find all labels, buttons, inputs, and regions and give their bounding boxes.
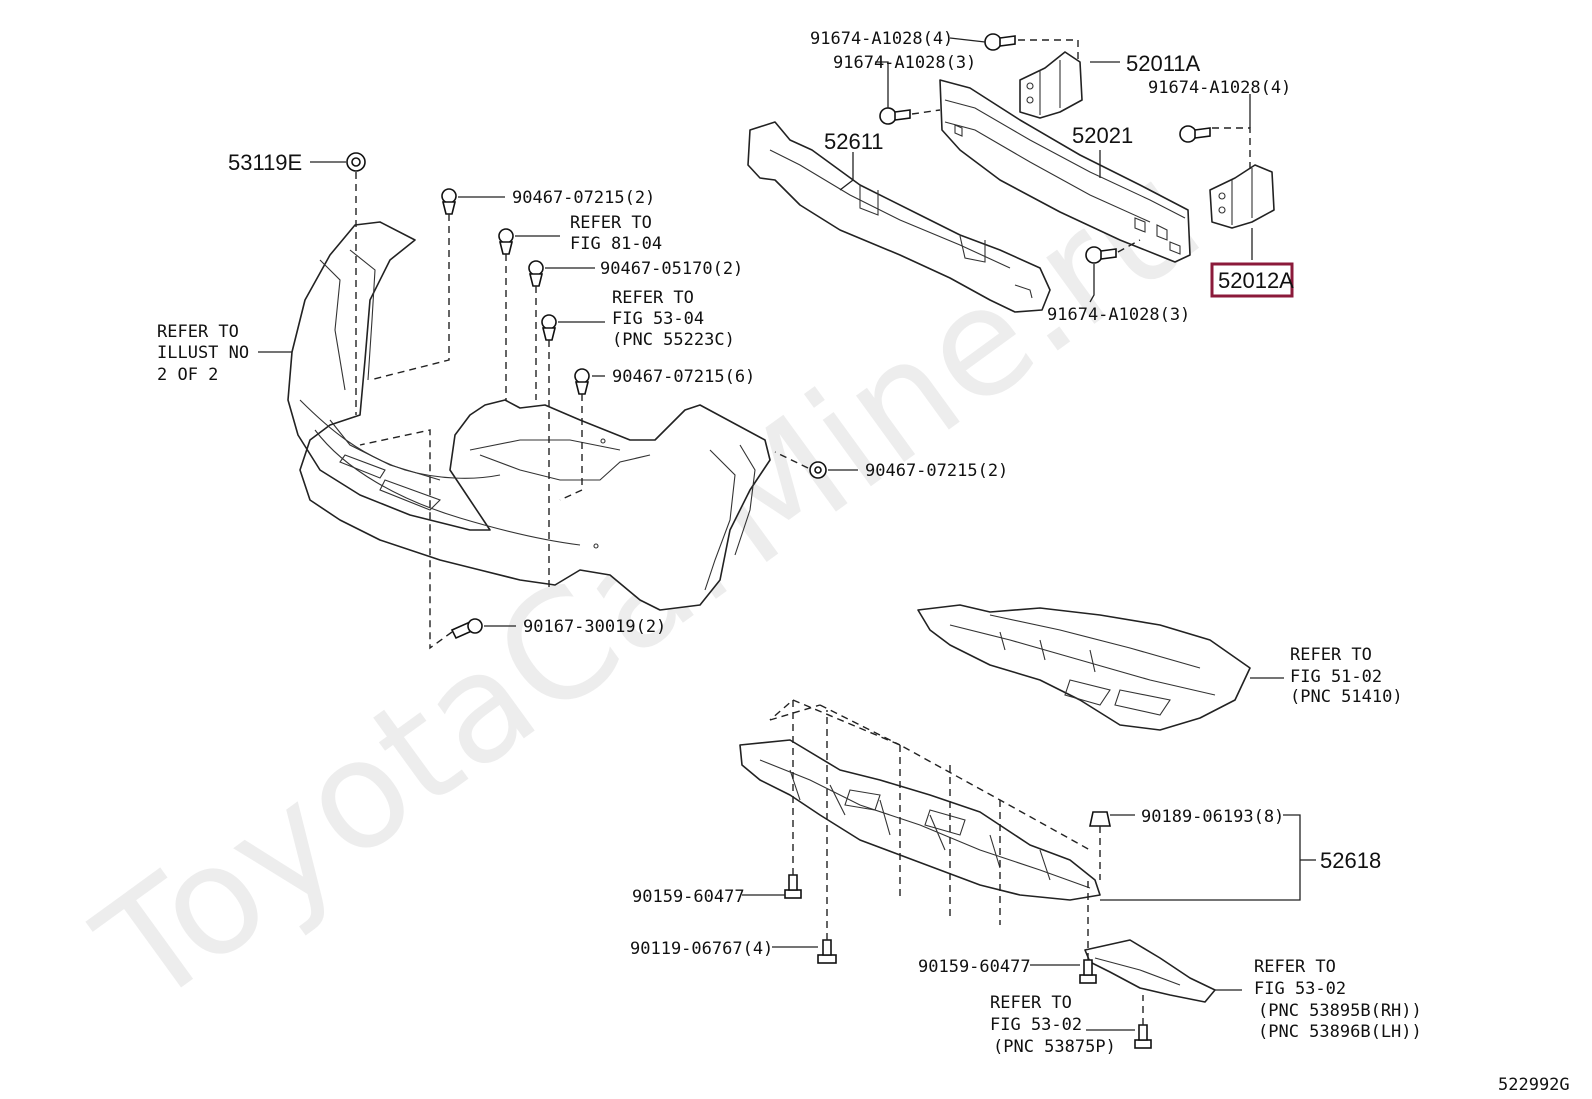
label-refer-53-02a-line3: (PNC 53875P): [993, 1037, 1116, 1057]
label-52021: 52021: [1072, 123, 1133, 148]
highlight-box-52012A: [1210, 262, 1294, 298]
bolt-91674-a1028-3a-icon[interactable]: [879, 107, 911, 125]
label-refer-illust-line2: ILLUST NO: [157, 343, 249, 363]
bracket-52012A-part[interactable]: [1209, 164, 1275, 229]
bolt-91674-a1028-3b-icon[interactable]: [1085, 246, 1117, 264]
label-52011A: 52011A: [1126, 51, 1201, 76]
label-90467-07215-2b: 90467-07215(2): [865, 461, 1008, 481]
clip-90467-05170-icon[interactable]: [528, 260, 544, 287]
bracket-52011A-part[interactable]: [1019, 51, 1083, 119]
reinforcement-52021-part[interactable]: [939, 79, 1191, 263]
bolt-91674-a1028-4a-icon[interactable]: [984, 33, 1016, 51]
label-52012A[interactable]: 52012A: [1218, 268, 1294, 293]
label-90167-30019-2: 90167-30019(2): [523, 617, 666, 637]
label-refer-81-04-line2: FIG 81-04: [570, 234, 662, 254]
screw-53-02-icon[interactable]: [1134, 1024, 1152, 1049]
labels: 53119E 90467-07215(2) REFER TO FIG 81-04…: [157, 29, 1570, 1095]
side-seal-part[interactable]: [1084, 939, 1216, 1003]
label-90189-06193-8: 90189-06193(8): [1141, 807, 1284, 827]
clip-81-04-icon[interactable]: [498, 228, 514, 255]
clip-90467-07215-b-icon[interactable]: [809, 461, 827, 479]
label-refer-53-02b-line4: (PNC 53896B(LH)): [1258, 1022, 1422, 1042]
label-refer-53-02b-line2: FIG 53-02: [1254, 979, 1346, 999]
figure-code: 522992G: [1498, 1075, 1570, 1095]
label-refer-53-02b-line3: (PNC 53895B(RH)): [1258, 1001, 1422, 1021]
label-90159-60477-b: 90159-60477: [918, 957, 1031, 977]
clip-53-04-icon[interactable]: [541, 314, 557, 341]
label-refer-51-02-line3: (PNC 51410): [1290, 687, 1403, 707]
leader-lines: [258, 37, 1316, 1031]
label-90467-07215-6: 90467-07215(6): [612, 367, 755, 387]
label-91674-a1028-4b: 91674-A1028(4): [1148, 78, 1291, 98]
label-refer-53-02a-line1: REFER TO: [990, 993, 1072, 1013]
clip-53119E-icon[interactable]: [346, 152, 366, 172]
assembly-lines: [355, 39, 1251, 1025]
label-refer-53-04-line2: FIG 53-04: [612, 309, 704, 329]
label-refer-illust-line1: REFER TO: [157, 322, 239, 342]
label-91674-a1028-4a: 91674-A1028(4): [810, 29, 953, 49]
label-90119-06767-4: 90119-06767(4): [630, 939, 773, 959]
screw-90167-30019-icon[interactable]: [450, 618, 483, 640]
bolt-91674-a1028-4b-icon[interactable]: [1179, 125, 1211, 143]
label-91674-a1028-3a: 91674-A1028(3): [833, 53, 976, 73]
clip-90467-07215-6-icon[interactable]: [574, 368, 590, 395]
label-52611: 52611: [824, 129, 884, 154]
spoiler-52618-part[interactable]: [739, 739, 1101, 901]
label-refer-53-04-line3: (PNC 55223C): [612, 330, 735, 350]
label-refer-53-04-line1: REFER TO: [612, 288, 694, 308]
label-53119E: 53119E: [228, 150, 302, 175]
label-90159-60477-a: 90159-60477: [632, 887, 745, 907]
label-90467-05170-2: 90467-05170(2): [600, 259, 743, 279]
nut-90189-06193-icon[interactable]: [1089, 811, 1111, 827]
screw-90159-60477-a-icon[interactable]: [784, 874, 802, 899]
label-refer-illust-line3: 2 OF 2: [157, 365, 218, 385]
label-refer-51-02-line2: FIG 51-02: [1290, 667, 1382, 687]
label-refer-53-02b-line1: REFER TO: [1254, 957, 1336, 977]
label-refer-53-02a-line2: FIG 53-02: [990, 1015, 1082, 1035]
label-refer-81-04-line1: REFER TO: [570, 213, 652, 233]
bumper-cover-part[interactable]: [287, 221, 771, 611]
label-52618: 52618: [1320, 848, 1381, 873]
label-90467-07215-2a: 90467-07215(2): [512, 188, 655, 208]
absorber-52611-part[interactable]: [747, 121, 1051, 313]
bolt-90119-06767-icon[interactable]: [817, 939, 837, 964]
engine-under-cover-part[interactable]: [917, 604, 1251, 731]
label-91674-a1028-3b: 91674-A1028(3): [1047, 305, 1190, 325]
clip-90467-07215-a-icon[interactable]: [441, 188, 457, 215]
screw-90159-60477-b-icon[interactable]: [1079, 959, 1097, 984]
label-refer-51-02-line1: REFER TO: [1290, 645, 1372, 665]
